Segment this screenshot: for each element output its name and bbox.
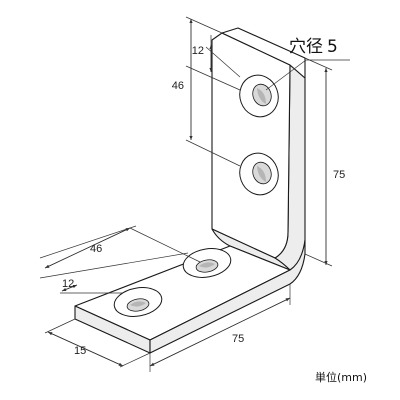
horizontal-hole-near (113, 287, 163, 317)
dim-label-vertical-height: 75 (333, 169, 345, 181)
vertical-leg-top (221, 27, 306, 79)
dim-label-width: 15 (74, 345, 86, 357)
dim-label-horizontal-pitch: 46 (90, 243, 102, 255)
dim-horizontal-left (39, 225, 201, 294)
dim-label-horizontal-length: 75 (232, 333, 244, 345)
dim-label-vertical-pitch: 46 (172, 80, 184, 92)
vertical-hole-lower (239, 152, 279, 196)
dim-vertical-height (304, 57, 333, 267)
hole-callout (265, 59, 350, 91)
hole-diameter-value: 5 (327, 37, 338, 57)
vertical-leg-face (211, 32, 291, 259)
dim-width (44, 318, 151, 368)
vertical-hole-upper (239, 74, 279, 118)
dim-vertical-left (185, 16, 241, 167)
dim-label-vertical-offset: 12 (192, 45, 204, 57)
dim-label-horizontal-offset: 12 (62, 278, 74, 290)
horizontal-hole-far (182, 248, 232, 278)
dim-horizontal-length (149, 284, 291, 372)
hole-diameter-label: 穴径 (289, 37, 323, 57)
unit-note: 単位(mm) (315, 370, 367, 384)
